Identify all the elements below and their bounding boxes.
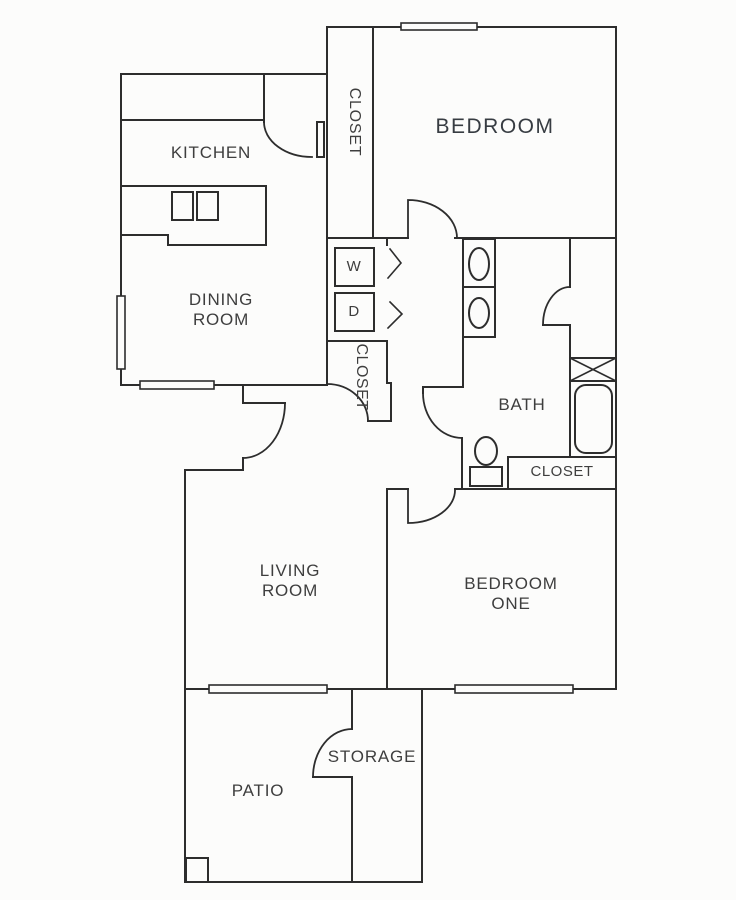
bathtub xyxy=(574,384,613,454)
living-room-window xyxy=(208,684,328,694)
label-washer: W xyxy=(346,258,362,275)
label-closet-hall: CLOSET xyxy=(353,343,370,411)
label-dryer: D xyxy=(348,303,360,320)
bedroom-one-window xyxy=(454,684,574,694)
dining-left-window xyxy=(116,295,126,370)
label-kitchen: KITCHEN xyxy=(170,143,252,162)
fixtures xyxy=(120,119,618,883)
label-closet-bath: CLOSET xyxy=(530,463,594,480)
vanity-counter xyxy=(462,238,496,338)
dining-bottom-window xyxy=(139,380,215,390)
label-living-line1: LIVING xyxy=(259,561,321,580)
door-arcs xyxy=(242,121,571,778)
label-storage: STORAGE xyxy=(327,747,417,766)
washer-box xyxy=(334,247,375,287)
label-closet-top: CLOSET xyxy=(346,87,363,157)
label-dining-line2: ROOM xyxy=(192,310,250,329)
windows xyxy=(116,22,574,694)
label-dining-room: DINING ROOM xyxy=(189,290,253,330)
label-bedroom-one-line1: BEDROOM xyxy=(464,574,558,593)
label-patio: PATIO xyxy=(231,781,285,800)
bedroom-door-arc xyxy=(407,199,458,239)
kitchen-door-arc xyxy=(263,121,313,158)
dryer-box xyxy=(334,292,375,332)
label-living-room: LIVING ROOM xyxy=(260,561,321,601)
bifold-door-chevron-bottom xyxy=(386,300,404,330)
walls-path xyxy=(120,26,617,883)
bedroom-one-door-arc xyxy=(407,488,456,524)
hall-closet-door-arc xyxy=(326,383,369,422)
label-bedroom-one-line2: ONE xyxy=(491,594,531,613)
linen-shelf-box xyxy=(568,356,618,383)
bifold-door-chevron-top xyxy=(386,247,403,280)
label-bedroom-one: BEDROOM ONE xyxy=(464,574,557,614)
bath-hall-door-arc xyxy=(422,392,463,439)
label-living-line2: ROOM xyxy=(261,581,319,600)
kitchen-door-jamb xyxy=(316,121,325,158)
vanity-sink-bottom xyxy=(468,297,490,329)
label-dining-line1: DINING xyxy=(188,290,254,309)
walls xyxy=(120,26,617,883)
kitchen-sink-basin-left xyxy=(171,191,194,221)
vanity-sink-top xyxy=(468,247,490,281)
label-bedroom: BEDROOM xyxy=(435,115,555,138)
kitchen-sink-basin-right xyxy=(196,191,219,221)
label-bath: BATH xyxy=(498,395,546,414)
toilet xyxy=(469,436,503,487)
bath-bedroom-door-arc xyxy=(542,286,571,326)
entry-door-arc xyxy=(242,402,286,459)
bedroom-top-window xyxy=(400,22,478,31)
patio-corner-post xyxy=(185,857,209,883)
kitchen-counter xyxy=(120,185,267,246)
storage-door-arc xyxy=(312,728,353,778)
